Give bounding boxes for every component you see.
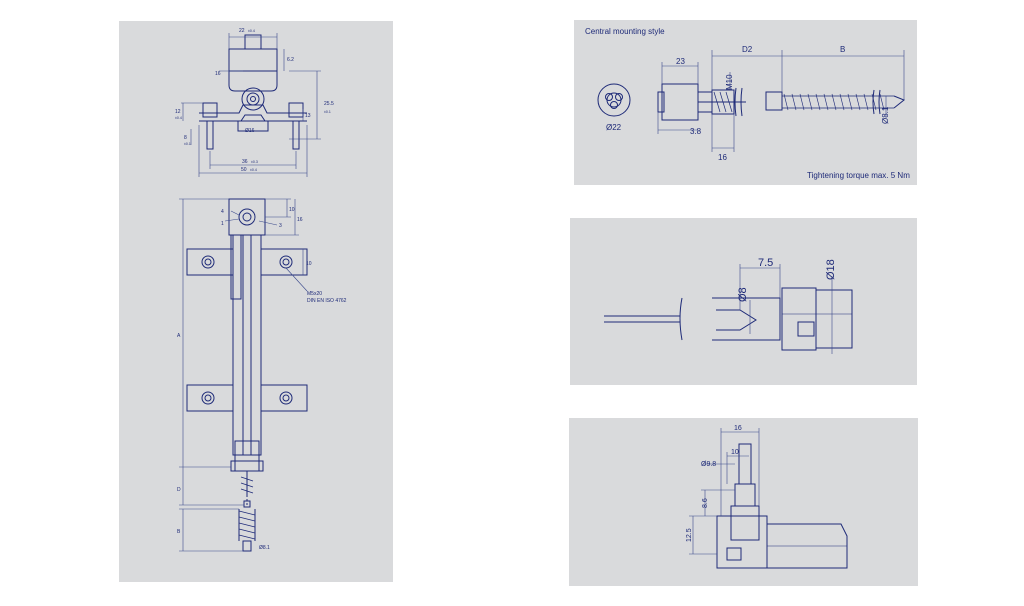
connector-dim-16: 16	[734, 425, 742, 432]
top-view-rod-circle	[241, 87, 265, 111]
pin-1-label: 1	[221, 221, 224, 227]
dim-dia-16: Ø16	[245, 128, 255, 134]
connector-dim-8-6: 8.6	[702, 498, 709, 508]
connector-dim-10: 10	[731, 449, 739, 456]
dim-12: 12	[175, 109, 181, 115]
central-dim-D2: D2	[742, 45, 753, 54]
connector-dim-12-5: 12.5	[686, 528, 693, 542]
screw-label-1: M5x20	[307, 291, 322, 297]
side-view-bracket-bottom-right	[260, 384, 308, 412]
dim-22-tol: ±0.4	[248, 29, 255, 33]
side-view-head	[228, 198, 266, 236]
connector-drawing: 16 10 Ø9.8 8.6 12.5	[686, 425, 848, 569]
dim-25-5: 25.5	[324, 101, 334, 107]
central-dim-23: 23	[676, 57, 685, 66]
cable-outlet-body	[781, 287, 817, 351]
pin-4-label: 4	[221, 209, 224, 215]
dim-22: 22	[239, 28, 245, 34]
cable-dia-8: Ø8	[737, 287, 749, 302]
dim-8-tol: ±0.1	[184, 142, 191, 146]
screw-label-2: DIN EN ISO 4762	[307, 298, 347, 304]
dim-B: B	[177, 529, 181, 535]
central-dim-3-8: 3.8	[690, 127, 702, 136]
central-housing	[661, 83, 699, 121]
dim-D: D	[177, 487, 181, 493]
central-caption: Central mounting style	[585, 27, 665, 36]
main-drawing: 22 ±0.4 6.2 16 25.5 ±0.1 12 ±0.4 8 ±0.1 …	[175, 28, 347, 552]
dim-A: A	[177, 333, 181, 339]
central-front-circle	[597, 83, 631, 117]
dim-13: 13	[305, 113, 311, 119]
dim-8: 8	[184, 135, 187, 141]
cable-dia-18: Ø18	[825, 259, 837, 280]
cable-outlet-panel: 7.5 Ø18 Ø8	[570, 218, 917, 385]
dim-16-side: 16	[297, 217, 303, 223]
dim-10-bracket: 10	[306, 261, 312, 267]
dim-16: 16	[215, 71, 221, 77]
dim-36-tol: ±0.3	[251, 160, 258, 164]
cable-outlet-drawing: 7.5 Ø18 Ø8	[604, 257, 853, 354]
top-view-connector	[244, 34, 262, 50]
dim-36: 36	[242, 159, 248, 165]
side-view-bracket-top-right	[260, 248, 308, 276]
central-dim-16: 16	[718, 153, 727, 162]
connector-dia-9-8: Ø9.8	[701, 461, 716, 468]
dim-12-tol: ±0.4	[175, 116, 182, 120]
connector-body	[730, 505, 760, 541]
dim-50: 50	[241, 167, 247, 173]
dim-dia-8-1: Ø8.1	[259, 545, 270, 551]
pin-3-label: 3	[279, 223, 282, 229]
central-dia-22: Ø22	[606, 123, 622, 132]
central-mounting-drawing: Central mounting style Ø22 23 M10 3.8 16…	[585, 27, 910, 180]
connector-panel: 16 10 Ø9.8 8.6 12.5	[569, 418, 918, 586]
side-view-body	[232, 234, 262, 456]
connector-housing	[767, 523, 848, 569]
side-view-bracket-bottom-left	[186, 384, 234, 412]
cable-dim-7-5: 7.5	[758, 257, 773, 269]
top-view-head	[228, 48, 278, 72]
central-mounting-panel: Central mounting style Ø22 23 M10 3.8 16…	[574, 20, 917, 185]
top-view-bracket	[199, 104, 307, 114]
dim-25-5-tol: ±0.1	[324, 110, 331, 114]
dim-50-tol: ±0.4	[250, 168, 257, 172]
dim-6-2: 6.2	[287, 57, 294, 63]
torque-note: Tightening torque max. 5 Nm	[807, 171, 910, 180]
main-drawing-panel: 22 ±0.4 6.2 16 25.5 ±0.1 12 ±0.4 8 ±0.1 …	[119, 21, 393, 582]
cable-housing-outline	[712, 297, 781, 341]
dim-10: 10	[289, 207, 295, 213]
side-view-bracket-top-left	[186, 248, 234, 276]
central-m10: M10	[725, 74, 734, 90]
connector-pin	[738, 443, 752, 485]
central-dia-8-1: Ø8.1	[881, 106, 890, 124]
central-dim-B: B	[840, 45, 845, 54]
